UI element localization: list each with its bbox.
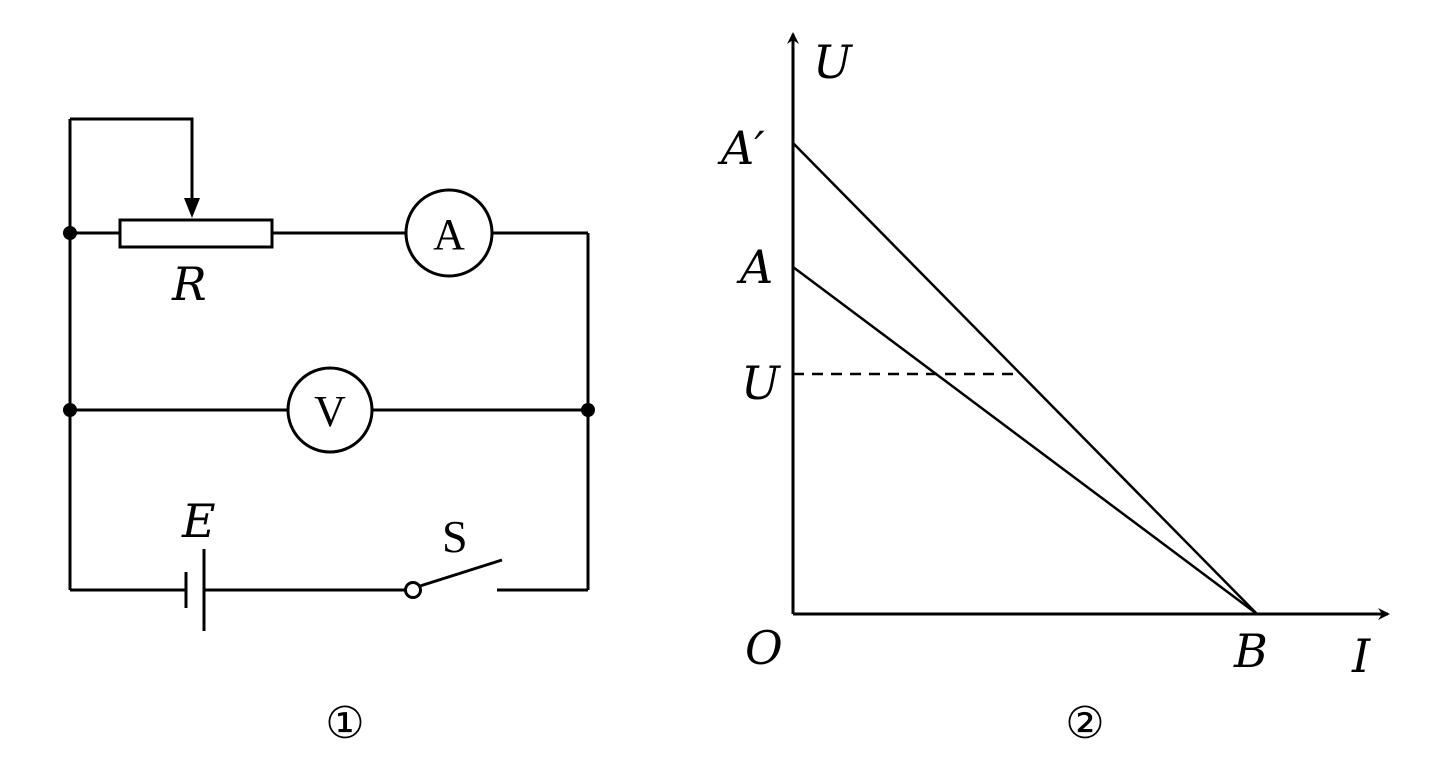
ammeter-label: A bbox=[433, 210, 465, 259]
point-a-label: A bbox=[736, 240, 773, 294]
resistor-label: R bbox=[171, 257, 207, 311]
line-a-prime-b bbox=[792, 142, 1258, 615]
circuit-diagram: R A V E S ① bbox=[63, 117, 595, 749]
circuit-caption: ① bbox=[325, 698, 364, 749]
switch-lever bbox=[419, 558, 503, 588]
line-a-b bbox=[792, 265, 1258, 616]
rheostat-slider-wire bbox=[70, 117, 194, 212]
u-tick-label: U bbox=[741, 356, 782, 410]
ui-graph: U I O A′ A U B ② bbox=[717, 32, 1390, 749]
rheostat-resistor bbox=[118, 218, 274, 249]
switch-label: S bbox=[442, 511, 468, 562]
point-b-label: B bbox=[1233, 624, 1268, 678]
junction-dot-top-left bbox=[63, 226, 77, 240]
y-axis-label: U bbox=[813, 35, 854, 89]
slider-arrow-icon bbox=[184, 198, 200, 218]
graph-caption: ② bbox=[1065, 698, 1104, 749]
junction-dot-mid-left bbox=[63, 403, 77, 417]
origin-label: O bbox=[745, 621, 783, 675]
switch-pivot bbox=[404, 581, 422, 599]
voltmeter-label: V bbox=[314, 387, 346, 436]
x-axis-label: I bbox=[1351, 629, 1371, 683]
junction-dot-mid-right bbox=[581, 403, 595, 417]
battery-label: E bbox=[181, 494, 216, 548]
point-a-prime-label: A′ bbox=[717, 121, 765, 175]
